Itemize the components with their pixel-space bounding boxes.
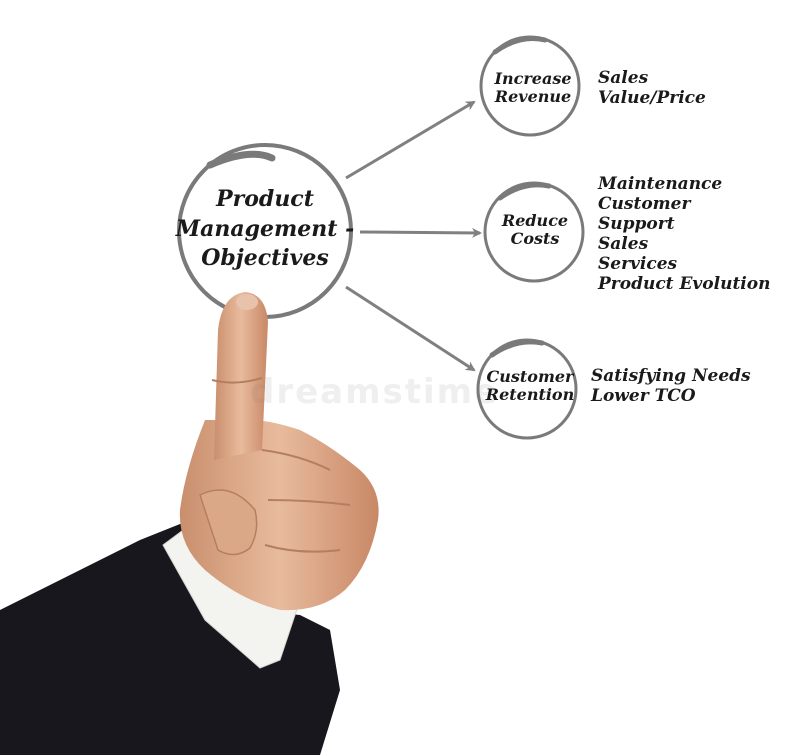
list-item: Maintenance xyxy=(598,174,723,194)
objective-costs-line2: Costs xyxy=(510,229,560,249)
objective-label-revenue: Increase Revenue xyxy=(483,69,583,107)
list-item: Product Evolution xyxy=(598,274,771,294)
objective-costs-line1: Reduce xyxy=(501,211,569,230)
hand-palm xyxy=(179,420,379,611)
objective-label-costs: Reduce Costs xyxy=(483,211,587,249)
knuckle-crease xyxy=(211,377,263,384)
list-item: Lower TCO xyxy=(591,386,696,406)
objective-retention-line1: Customer xyxy=(486,367,574,386)
retention-items-list: Satisfying Needs Lower TCO xyxy=(591,366,751,406)
objective-revenue-line2: Revenue xyxy=(494,87,572,107)
suit-sleeve xyxy=(0,520,340,755)
objective-label-retention: Customer Retention xyxy=(475,367,585,405)
objective-retention-line2: Retention xyxy=(485,385,575,405)
objective-circle-revenue-accent xyxy=(492,36,548,55)
watermark-text: dreamstime xyxy=(250,372,500,412)
center-label-line1: Product xyxy=(216,186,314,212)
pointing-hand-illustration xyxy=(0,292,379,755)
list-item: Sales xyxy=(598,234,649,254)
arrow-to-revenue xyxy=(345,100,476,180)
list-item: Customer xyxy=(598,194,691,214)
objective-circle-costs-accent xyxy=(497,182,552,201)
costs-items-list: Maintenance Customer Support Sales Servi… xyxy=(598,174,770,294)
center-label-line2: Management - xyxy=(175,215,355,242)
list-item: Services xyxy=(598,254,678,274)
objective-circle-retention-accent xyxy=(489,339,545,358)
index-finger xyxy=(214,292,268,460)
center-label-line3: Objectives xyxy=(201,245,329,272)
revenue-items-list: Sales Value/Price xyxy=(598,68,706,108)
list-item: Sales xyxy=(598,68,649,88)
finger-crease-3 xyxy=(264,544,341,553)
arrow-to-costs xyxy=(359,227,482,238)
fingernail xyxy=(236,294,258,310)
finger-crease-1 xyxy=(261,449,331,471)
list-item: Satisfying Needs xyxy=(591,366,751,386)
thumb xyxy=(199,489,258,556)
finger-crease-2 xyxy=(267,499,351,506)
center-circle-stroke-accent xyxy=(206,150,276,169)
center-circle-label: Product Management - Objectives xyxy=(170,185,360,274)
arrow-to-retention xyxy=(345,285,476,372)
list-item: Value/Price xyxy=(598,88,706,108)
objective-revenue-line1: Increase xyxy=(494,69,572,88)
list-item: Support xyxy=(598,214,675,234)
